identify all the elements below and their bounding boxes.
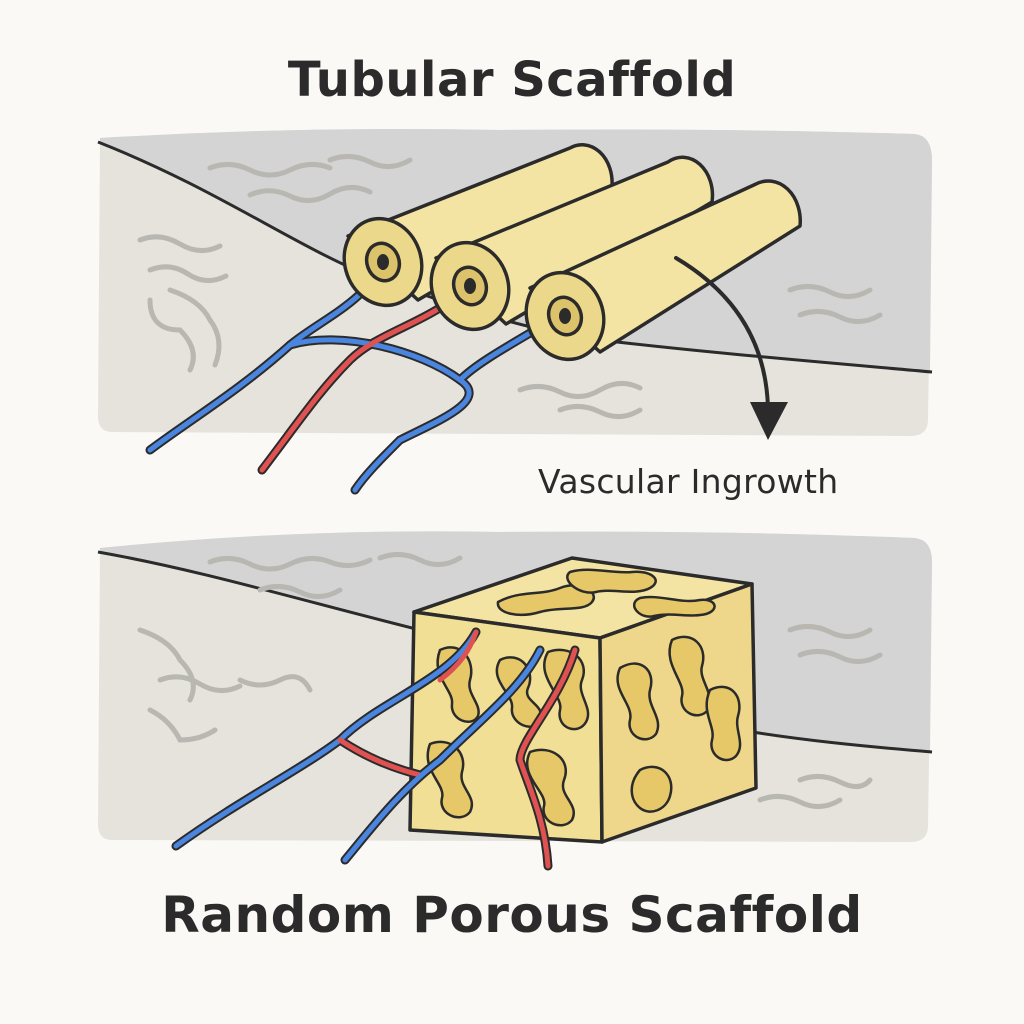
top-panel-title: Tubular Scaffold [287,52,737,108]
vein-branch [287,337,472,493]
vascular-ingrowth-arrow [674,256,788,440]
tissue-texture-top [137,154,883,419]
tissue-texture-bottom [137,552,883,809]
cube-pores [426,568,742,827]
vessel-red-upper [437,629,479,683]
vessel-red-branch [337,737,423,778]
vessel-blue-middle [342,647,543,863]
bottom-panel-title: Random Porous Scaffold [161,886,863,944]
bottom-vessels [171,627,580,871]
vessel-red-right [517,647,578,869]
tube-2 [429,155,715,332]
tubular-scaffold-tubes [342,143,803,362]
artery-middle [259,279,473,473]
tube-3 [524,179,803,362]
vascular-ingrowth-label: Vascular Ingrowth [538,462,839,501]
